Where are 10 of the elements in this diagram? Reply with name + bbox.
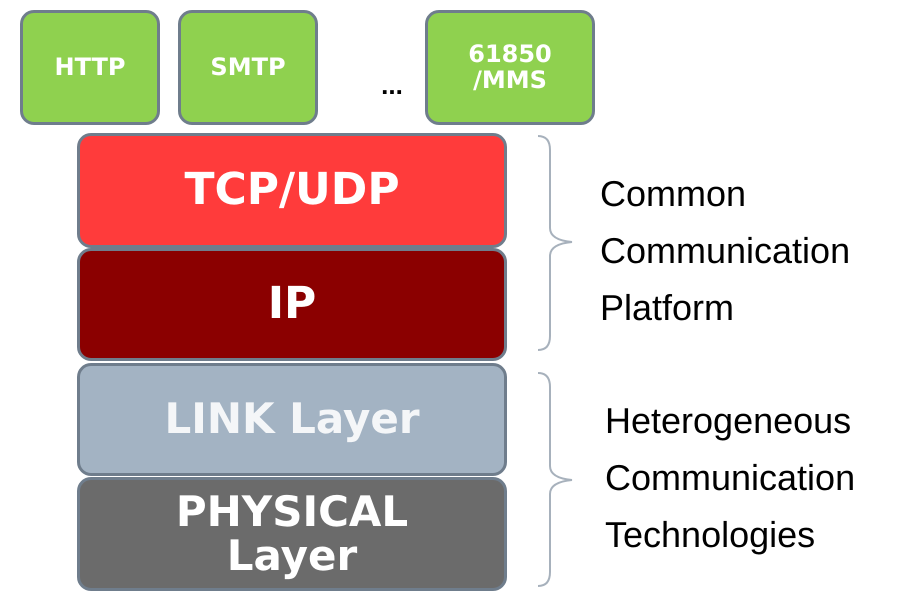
bracket-label: Common Communication Platform [600,172,852,330]
layer-box: LINK Layer [77,363,507,476]
bracket-label: Heterogeneous Communication Technologies [605,399,856,557]
protocol-box: HTTP [20,10,160,125]
protocol-box: 61850 /MMS [425,10,595,125]
ellipsis: ... [380,69,404,102]
layer-box: TCP/UDP [77,133,507,248]
protocol-box: SMTP [178,10,318,125]
layer-box: PHYSICAL Layer [77,477,507,591]
layer-box: IP [77,248,507,361]
